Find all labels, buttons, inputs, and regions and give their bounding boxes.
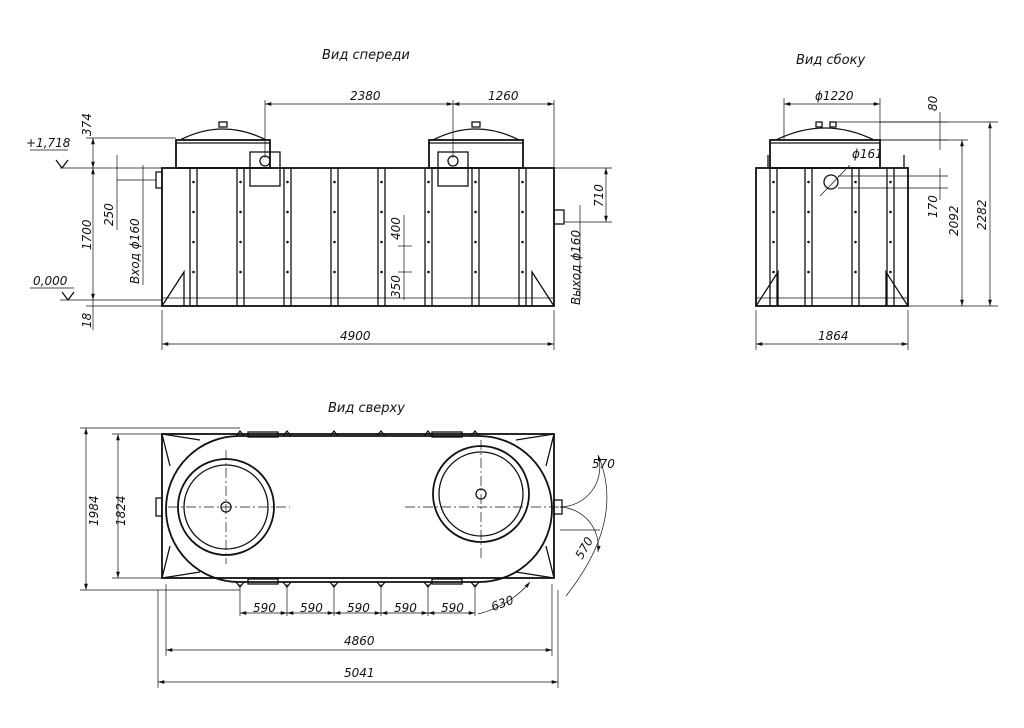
front-view: Вид спереди xyxy=(26,48,612,350)
top-dim-590-4: 590 xyxy=(394,601,417,615)
side-hatch xyxy=(767,121,905,197)
front-inlet-label: Вход ϕ160 xyxy=(128,218,142,284)
front-dim-18: 18 xyxy=(80,312,94,328)
front-tank-body xyxy=(161,167,555,307)
front-view-title: Вид спереди xyxy=(322,48,410,63)
side-dim-170: 170 xyxy=(926,195,940,218)
front-dim-bottom xyxy=(161,310,555,350)
front-dim-250: 250 xyxy=(102,203,116,226)
top-dim-1824: 1824 xyxy=(114,495,128,526)
front-dim-350: 350 xyxy=(389,275,403,298)
top-dims-bottom xyxy=(157,584,559,688)
front-bolts xyxy=(192,180,524,274)
front-dim-right xyxy=(554,167,612,300)
top-view: Вид сверху xyxy=(80,401,615,688)
front-outlet-label: Выход ϕ160 xyxy=(569,230,583,305)
front-corner-brace-right xyxy=(531,269,555,307)
top-dims-left xyxy=(80,427,240,591)
front-hatch-left xyxy=(175,121,281,187)
top-dim-590-2: 590 xyxy=(300,601,323,615)
front-dim-4900: 4900 xyxy=(340,329,371,343)
side-ribs xyxy=(769,168,895,306)
top-dim-590-1: 590 xyxy=(253,601,276,615)
front-dim-1700: 1700 xyxy=(80,219,94,250)
top-dim-5041: 5041 xyxy=(344,666,375,680)
front-dim-374: 374 xyxy=(80,113,94,136)
side-dim-1220: ϕ1220 xyxy=(815,89,854,103)
front-dim-2380: 2380 xyxy=(350,89,381,103)
side-dim-2282: 2282 xyxy=(975,199,989,230)
side-bolts xyxy=(772,180,892,274)
top-dims-right xyxy=(559,454,608,597)
top-tank-outline xyxy=(165,435,553,583)
top-view-title: Вид сверху xyxy=(328,401,405,416)
front-dim-left xyxy=(30,137,176,330)
top-dims-590 xyxy=(239,581,531,616)
top-dim-1984: 1984 xyxy=(87,495,101,526)
top-inlet-pipe xyxy=(155,497,163,517)
top-dim-570-lower: 570 xyxy=(572,534,596,561)
top-dim-590-5: 590 xyxy=(441,601,464,615)
top-hatch-right xyxy=(405,440,560,560)
top-dim-4860: 4860 xyxy=(344,634,375,648)
side-dims xyxy=(755,98,998,350)
side-view-title: Вид сбоку xyxy=(796,53,865,68)
front-dim-710: 710 xyxy=(592,184,606,207)
top-dim-590-3: 590 xyxy=(347,601,370,615)
side-dim-1864: 1864 xyxy=(818,329,849,343)
front-dim-top xyxy=(264,100,555,168)
front-level-top: +1,718 xyxy=(26,136,71,150)
top-rib-nubs xyxy=(235,429,480,589)
side-view: Вид сбоку xyxy=(755,53,998,350)
front-dim-inner xyxy=(398,215,412,300)
front-dim-400: 400 xyxy=(389,217,403,240)
top-dim-630: 630 xyxy=(489,593,516,614)
top-dim-570-upper: 570 xyxy=(592,457,615,471)
top-hatch-left xyxy=(168,450,290,564)
front-corner-brace-left xyxy=(161,269,185,307)
front-dim-1260: 1260 xyxy=(488,89,519,103)
front-outlet-pipe xyxy=(553,209,565,225)
front-ribs xyxy=(189,168,527,306)
front-hatch-right xyxy=(428,121,524,187)
side-dim-161: ϕ161 xyxy=(852,147,883,161)
front-level-zero: 0,000 xyxy=(33,274,68,288)
side-dim-2092: 2092 xyxy=(947,205,961,236)
side-dim-80: 80 xyxy=(926,95,940,111)
